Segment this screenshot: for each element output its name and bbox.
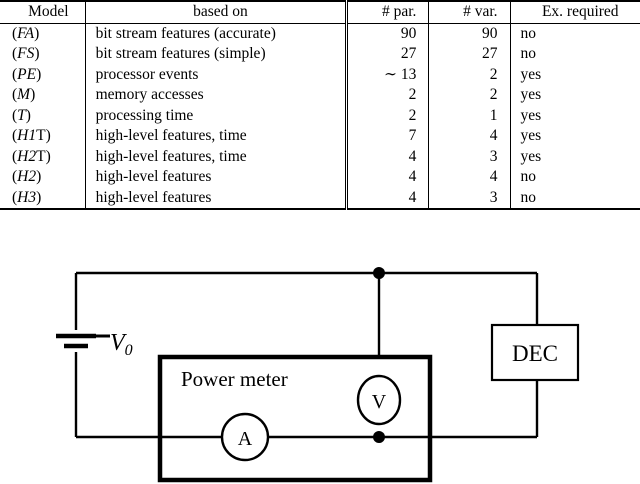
cell-num-var: 4: [428, 126, 511, 147]
cell-num-par: 90: [345, 23, 429, 44]
cell-ex-required: yes: [509, 146, 640, 167]
cell-based-on: processing time: [84, 105, 347, 126]
cell-ex-required: yes: [509, 64, 640, 85]
voltmeter-label: V: [372, 391, 387, 413]
cell-ex-required: no: [509, 187, 640, 210]
cell-based-on: memory accesses: [84, 85, 347, 106]
cell-model: (T): [12, 106, 31, 124]
cell-model: (FA): [12, 24, 40, 42]
cell-num-par: 27: [345, 44, 429, 65]
models-table: Model based on # par. # var. Ex. require…: [0, 0, 640, 210]
column-header-num-var: # var.: [428, 0, 511, 24]
cell-num-par: 2: [345, 85, 429, 106]
cell-num-var: 3: [428, 146, 511, 167]
cell-num-par: 7: [345, 126, 429, 147]
cell-model: (FS): [12, 45, 40, 62]
cell-model: (H2T): [12, 147, 51, 165]
cell-model: (H2): [12, 168, 42, 185]
source-label: V0: [110, 330, 133, 359]
ammeter-symbol: [220, 412, 270, 462]
column-header-num-par: # par.: [345, 0, 429, 24]
junction-dot-top: [373, 267, 385, 279]
cell-based-on: bit stream features (simple): [84, 44, 347, 65]
column-header-ex-required: Ex. required: [509, 0, 640, 24]
cell-num-var: 2: [428, 85, 511, 106]
table-header-row: Model based on # par. # var. Ex. require…: [0, 0, 640, 24]
power-meter-label: Power meter: [181, 367, 288, 391]
voltmeter-symbol: [356, 374, 402, 426]
cell-ex-required: yes: [509, 126, 640, 147]
models-table-container: Model based on # par. # var. Ex. require…: [0, 0, 640, 230]
cell-ex-required: no: [509, 167, 640, 188]
cell-based-on: high-level features, time: [84, 126, 347, 147]
cell-ex-required: no: [509, 44, 640, 65]
column-header-based-on: based on: [84, 0, 347, 24]
cell-ex-required: yes: [509, 85, 640, 106]
cell-based-on: high-level features: [84, 167, 347, 188]
cell-num-var: 4: [428, 167, 511, 188]
cell-ex-required: no: [509, 23, 640, 44]
cell-num-var: 3: [428, 187, 511, 210]
cell-num-var: 1: [428, 105, 511, 126]
dec-label: DEC: [512, 341, 558, 366]
cell-based-on: bit stream features (accurate): [84, 23, 347, 44]
ammeter-label: A: [238, 428, 253, 450]
cell-num-par: 4: [345, 146, 429, 167]
cell-num-var: 90: [428, 23, 511, 44]
junction-dot-bottom: [373, 431, 385, 443]
cell-model: (PE): [12, 65, 42, 83]
cell-model: (H1T): [12, 127, 51, 144]
measurement-setup-diagram: V0 Power meter A V DEC: [0, 236, 640, 484]
cell-num-par: 4: [345, 167, 429, 188]
cell-num-par: ∼ 13: [345, 64, 429, 85]
cell-num-par: 2: [345, 105, 429, 126]
cell-ex-required: yes: [509, 105, 640, 126]
table-header: Model based on # par. # var. Ex. require…: [0, 0, 640, 24]
cell-based-on: processor events: [84, 64, 347, 85]
cell-based-on: high-level features: [84, 187, 347, 210]
dec-box: [490, 323, 580, 382]
cell-model: (M): [12, 86, 36, 103]
cell-num-par: 4: [345, 187, 429, 210]
cell-num-var: 2: [428, 64, 511, 85]
cell-model: (H3): [0, 187, 86, 210]
circuit-svg: V0 Power meter A V DEC: [56, 267, 580, 483]
cell-num-var: 27: [428, 44, 511, 65]
cell-based-on: high-level features, time: [84, 146, 347, 167]
column-header-model: Model: [0, 0, 86, 24]
